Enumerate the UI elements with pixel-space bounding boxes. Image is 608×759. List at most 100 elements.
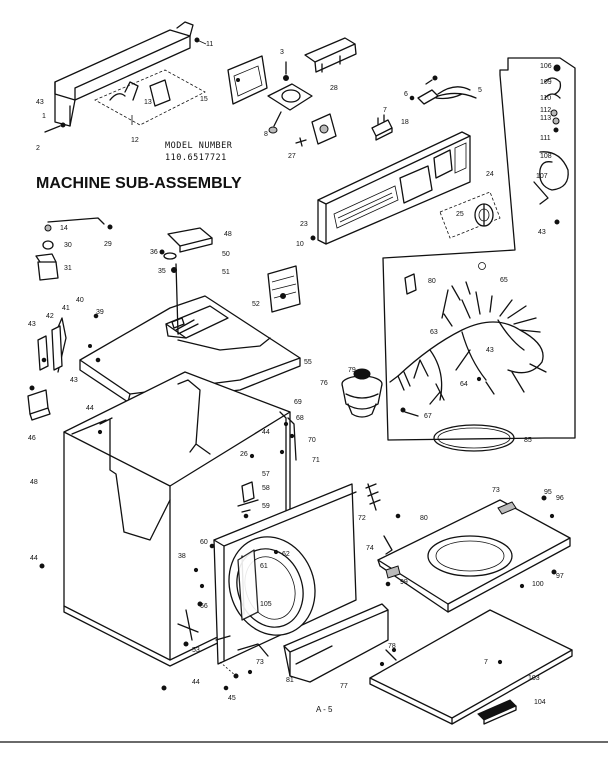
- callout-36: 36: [150, 249, 158, 256]
- part-hinge-48: [159, 227, 213, 273]
- callout-53: 53: [192, 647, 200, 654]
- callout-76: 76: [320, 380, 328, 387]
- screw-2-head: [60, 122, 66, 128]
- callout-44: 44: [30, 555, 38, 562]
- part-door-seal-85-inner: [437, 427, 511, 449]
- callout-63: 63: [430, 329, 438, 336]
- callout-95: 95: [544, 489, 552, 496]
- part-bottom-panel-103: [369, 609, 573, 725]
- callout-104: 104: [534, 699, 546, 706]
- callout-25: 25: [456, 211, 464, 218]
- part-side-brackets-40-43: [27, 313, 99, 421]
- callout-23: 23: [300, 221, 308, 228]
- callout-44: 44: [86, 405, 94, 412]
- callout-43: 43: [28, 321, 36, 328]
- callout-62: 62: [282, 551, 290, 558]
- part-spring-72: [365, 483, 381, 511]
- callout-10: 10: [296, 241, 304, 248]
- part-motor-relay-52: [267, 265, 301, 313]
- callout-13: 13: [144, 99, 152, 106]
- part-104: [477, 699, 517, 725]
- callout-77: 77: [340, 683, 348, 690]
- callout-110: 110: [540, 95, 551, 102]
- callout-39: 39: [96, 309, 104, 316]
- callout-97: 97: [556, 573, 564, 580]
- wiring-harness-frame: [382, 57, 576, 441]
- callout-46: 46: [28, 435, 36, 442]
- callout-27: 27: [288, 153, 296, 160]
- callout-2: 2: [36, 145, 40, 152]
- part-bracket-68-70: [279, 417, 297, 461]
- model-heading: MODEL NUMBER: [165, 141, 233, 151]
- callout-12: 12: [131, 137, 139, 144]
- part-base-panel-73: [377, 495, 571, 613]
- part-switch-14-30-31: [35, 217, 113, 281]
- part-toe-panel-77: [283, 603, 389, 683]
- part-timer-3: [267, 61, 313, 134]
- callout-14: 14: [60, 225, 68, 232]
- callout-8: 8: [264, 131, 268, 138]
- callout-64: 64: [460, 381, 468, 388]
- misc-screws: [193, 453, 385, 691]
- callout-111: 111: [540, 135, 551, 142]
- callout-48: 48: [30, 479, 38, 486]
- callout-79: 79: [348, 367, 356, 374]
- callout-100: 100: [532, 581, 544, 588]
- callout-107: 107: [536, 173, 548, 180]
- screw-2: [44, 125, 61, 133]
- callout-105: 105: [260, 601, 272, 608]
- callout-72: 72: [358, 515, 366, 522]
- callout-26: 26: [240, 451, 248, 458]
- callout-73: 73: [256, 659, 264, 666]
- callout-44: 44: [262, 429, 270, 436]
- callout-69: 69: [294, 399, 302, 406]
- callout-99: 99: [400, 579, 408, 586]
- callout-96: 96: [556, 495, 564, 502]
- callout-66: 66: [200, 603, 208, 610]
- callout-51: 51: [222, 269, 230, 276]
- callout-29: 29: [104, 241, 112, 248]
- callout-85: 85: [524, 437, 532, 444]
- part-cord-bracket: [94, 69, 206, 126]
- part-back-bracket: [54, 21, 207, 127]
- callout-68: 68: [296, 415, 304, 422]
- callout-57: 57: [262, 471, 270, 478]
- callout-3: 3: [280, 49, 284, 56]
- callout-43: 43: [70, 377, 78, 384]
- callout-58: 58: [262, 485, 270, 492]
- part-wiring-harness-63: [389, 262, 547, 417]
- callout-43: 43: [36, 99, 44, 106]
- callout-109: 109: [540, 79, 552, 86]
- callout-67: 67: [424, 413, 432, 420]
- callout-38: 38: [178, 553, 186, 560]
- part-switch-5: [409, 75, 477, 105]
- callout-18: 18: [401, 119, 409, 126]
- part-28: [304, 37, 357, 73]
- callout-55: 55: [304, 359, 312, 366]
- callout-1: 1: [42, 113, 46, 120]
- callout-7: 7: [484, 659, 488, 666]
- callout-71: 71: [312, 457, 320, 464]
- callout-80: 80: [420, 515, 428, 522]
- callout-61: 61: [260, 563, 268, 570]
- part-control-console-23: [310, 131, 471, 245]
- callout-15: 15: [200, 96, 208, 103]
- callout-103: 103: [528, 675, 540, 682]
- callout-59: 59: [262, 503, 270, 510]
- callout-30: 30: [64, 242, 72, 249]
- callout-24: 24: [486, 171, 494, 178]
- callout-45: 45: [228, 695, 236, 702]
- part-switch-plate-15: [227, 55, 268, 105]
- callout-40: 40: [76, 297, 84, 304]
- part-door-latch-57: [237, 481, 259, 519]
- part-fill-valve-group: [533, 64, 569, 225]
- callout-113: 113: [540, 115, 551, 122]
- callout-60: 60: [200, 539, 208, 546]
- sheet-label: A - 5: [316, 705, 333, 714]
- callout-73: 73: [492, 487, 500, 494]
- callout-7: 7: [383, 107, 387, 114]
- part-27-bracket: [295, 113, 337, 147]
